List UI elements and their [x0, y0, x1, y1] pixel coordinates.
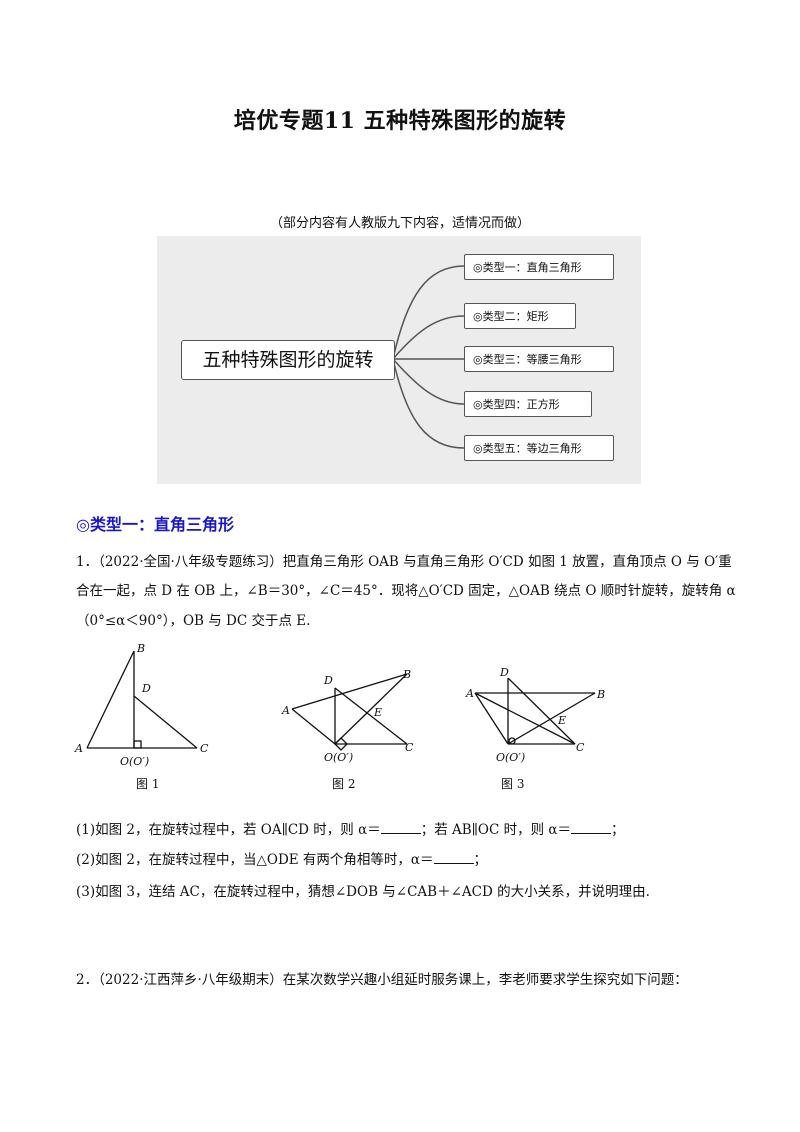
- fig1-label-c: C: [200, 742, 209, 755]
- q1-line-1: 1．（2022·全国·八年级专题练习）把直角三角形 OAB 与直角三角形 O′C…: [76, 554, 732, 570]
- fig1-caption: 图 1: [136, 777, 159, 791]
- q1-sub2-text-b: ；: [473, 852, 488, 868]
- figures-row: A B C D O(O′) A B C D E O(O′) A B C D E …: [74, 642, 605, 791]
- q2-line-1: 2．（2022·江西萍乡·八年级期末）在某次数学兴趣小组延时服务课上，李老师要求…: [76, 972, 688, 988]
- q1-sub1-text-b: ；若 AB∥OC 时，则 α＝: [420, 822, 571, 838]
- q1-sub2-blank: [433, 849, 474, 864]
- q1-sub1-blank-1: [380, 819, 421, 834]
- q1-line-2: 合在一起，点 D 在 OB 上，∠B＝30°，∠C＝45°．现将△O′CD 固定…: [76, 583, 736, 599]
- fig3-label-c: C: [576, 741, 585, 754]
- mind-map-node-type4: ◎类型四：正方形: [464, 391, 592, 417]
- mind-map-node-type1: ◎类型一：直角三角形: [464, 254, 614, 280]
- fig3-label-b: B: [596, 688, 605, 701]
- q1-sub2-text-a: (2)如图 2，在旋转过程中，当△ODE 有两个角相等时，α＝: [76, 852, 434, 868]
- section-heading-type1: ◎类型一：直角三角形: [76, 515, 234, 534]
- fig2-label-o: O(O′): [324, 751, 353, 764]
- fig2-caption: 图 2: [332, 777, 355, 791]
- scope-note: （部分内容有人教版九下内容，适情况而做）: [269, 216, 530, 231]
- fig2-label-b: B: [402, 668, 411, 681]
- fig2-label-e: E: [373, 706, 382, 719]
- figure-2: [291, 673, 408, 751]
- fig2-label-a: A: [281, 704, 290, 717]
- q1-sub1-blank-2: [571, 819, 611, 834]
- figure-1: [86, 650, 198, 749]
- fig1-label-o: O(O′): [120, 755, 149, 768]
- fig3-label-a: A: [465, 687, 474, 700]
- figure-3: [474, 677, 596, 745]
- fig1-label-d: D: [141, 682, 151, 695]
- fig2-label-d: D: [323, 674, 333, 687]
- mind-map-node-type5: ◎类型五：等边三角形: [464, 435, 614, 461]
- q1-sub2: (2)如图 2，在旋转过程中，当△ODE 有两个角相等时，α＝ ；: [76, 847, 487, 874]
- fig3-label-d: D: [499, 666, 509, 679]
- q1-sub1-text-c: ；: [611, 822, 625, 838]
- mind-map: 五种特殊图形的旋转 ◎类型一：直角三角形 ◎类型二：矩形 ◎类型三：等腰三角形 …: [157, 236, 641, 484]
- fig1-label-a: A: [74, 742, 83, 755]
- mind-map-center: 五种特殊图形的旋转: [181, 340, 395, 380]
- q1-sub3: (3)如图 3，连结 AC，在旋转过程中，猜想∠DOB 与∠CAB＋∠ACD 的…: [76, 884, 650, 900]
- fig3-label-o: O(O′): [496, 751, 525, 764]
- mind-map-node-type3: ◎类型三：等腰三角形: [464, 346, 614, 372]
- mind-map-node-type2: ◎类型二：矩形: [464, 303, 576, 329]
- fig3-caption: 图 3: [501, 777, 524, 791]
- fig2-label-c: C: [405, 741, 414, 754]
- q1-line-3: （0°≤α＜90°），OB 与 DC 交于点 E.: [76, 613, 311, 629]
- fig3-label-e: E: [557, 714, 566, 727]
- fig1-label-b: B: [136, 642, 145, 655]
- page-title: 培优专题11 五种特殊图形的旋转: [233, 108, 567, 134]
- mind-map-connectors: [392, 265, 465, 449]
- q1-sub1-text-a: (1)如图 2，在旋转过程中，若 OA∥CD 时，则 α＝: [76, 822, 381, 838]
- q1-sub1: (1)如图 2，在旋转过程中，若 OA∥CD 时，则 α＝ ；若 AB∥OC 时，…: [76, 817, 625, 844]
